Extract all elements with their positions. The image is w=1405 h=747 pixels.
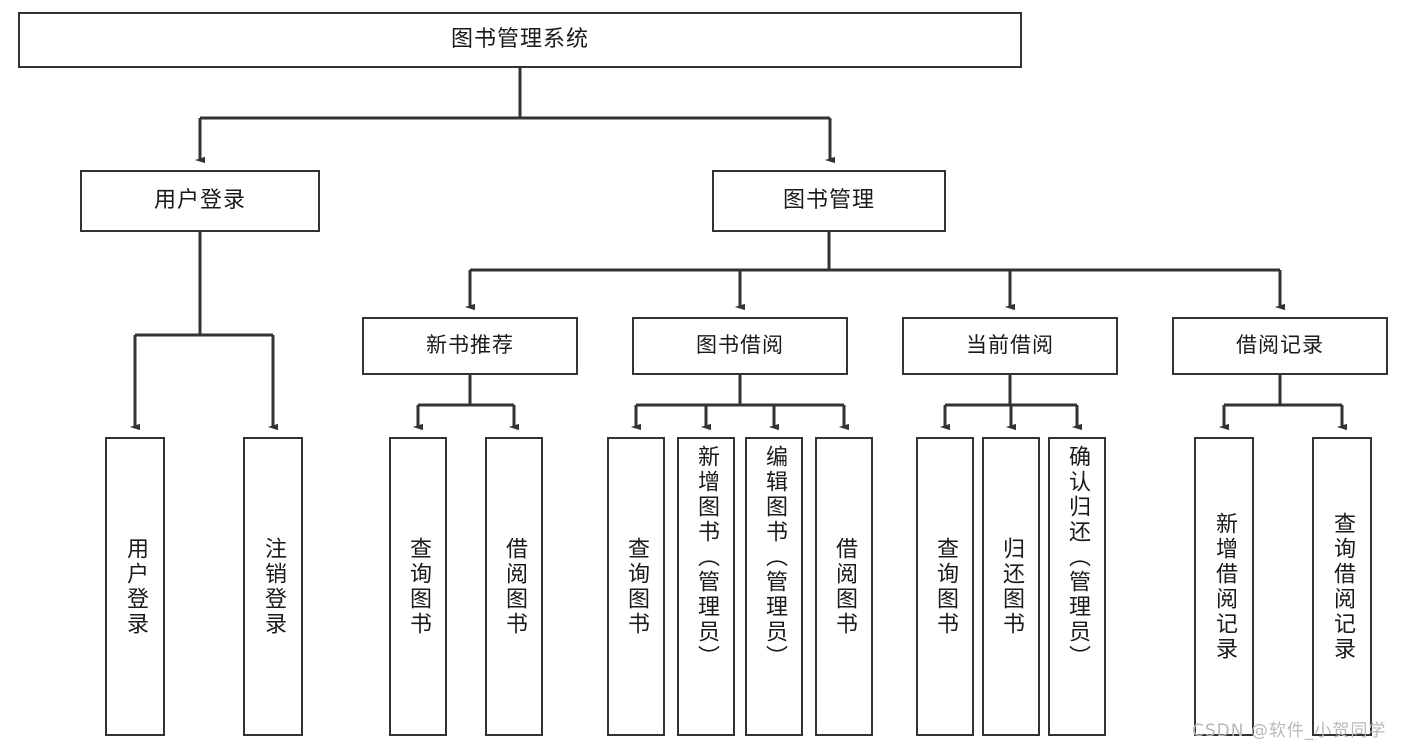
leaf-borrow-borrow-book-label: 借阅图书 [831,536,857,637]
leaf-record-query-record-label: 查询借阅记录 [1329,511,1355,662]
leaf-borrow-edit-book-label: 编辑图书（管理员） [761,445,787,670]
leaf-current-confirm-return[interactable]: 确认归还（管理员） [1048,437,1106,736]
leaf-borrow-add-book-label: 新增图书（管理员） [693,445,719,670]
leaf-record-add-record[interactable]: 新增借阅记录 [1194,437,1254,736]
leaf-user-logout-label: 注销登录 [260,536,286,637]
leaf-borrow-add-book[interactable]: 新增图书（管理员） [677,437,735,736]
leaf-user-logout[interactable]: 注销登录 [243,437,303,736]
leaf-current-query-book-label: 查询图书 [932,536,958,637]
leaf-current-return-book[interactable]: 归还图书 [982,437,1040,736]
leaf-record-query-record[interactable]: 查询借阅记录 [1312,437,1372,736]
node-book-management-label: 图书管理 [782,187,875,213]
node-borrow-record[interactable]: 借阅记录 [1172,317,1388,375]
leaf-newbook-borrow-book[interactable]: 借阅图书 [485,437,543,736]
leaf-borrow-query-book-label: 查询图书 [623,536,649,637]
leaf-current-return-book-label: 归还图书 [998,536,1024,637]
node-user-login[interactable]: 用户登录 [80,170,320,232]
node-book-management[interactable]: 图书管理 [712,170,946,232]
node-root-system[interactable]: 图书管理系统 [18,12,1022,68]
leaf-current-confirm-return-label: 确认归还（管理员） [1064,445,1090,670]
leaf-borrow-borrow-book[interactable]: 借阅图书 [815,437,873,736]
leaf-user-login[interactable]: 用户登录 [105,437,165,736]
node-current-borrow[interactable]: 当前借阅 [902,317,1118,375]
node-new-book-recommend-label: 新书推荐 [426,333,514,358]
leaf-current-query-book[interactable]: 查询图书 [916,437,974,736]
node-root-label: 图书管理系统 [450,26,589,52]
node-book-borrow[interactable]: 图书借阅 [632,317,848,375]
node-borrow-record-label: 借阅记录 [1236,333,1324,358]
leaf-newbook-borrow-book-label: 借阅图书 [501,536,527,637]
node-current-borrow-label: 当前借阅 [966,333,1054,358]
node-new-book-recommend[interactable]: 新书推荐 [362,317,578,375]
node-book-borrow-label: 图书借阅 [696,333,784,358]
leaf-user-login-label: 用户登录 [122,536,148,637]
node-user-login-label: 用户登录 [153,187,246,213]
leaf-borrow-query-book[interactable]: 查询图书 [607,437,665,736]
leaf-newbook-query-book-label: 查询图书 [405,536,431,637]
leaf-record-add-record-label: 新增借阅记录 [1211,511,1237,662]
leaf-newbook-query-book[interactable]: 查询图书 [389,437,447,736]
leaf-borrow-edit-book[interactable]: 编辑图书（管理员） [745,437,803,736]
